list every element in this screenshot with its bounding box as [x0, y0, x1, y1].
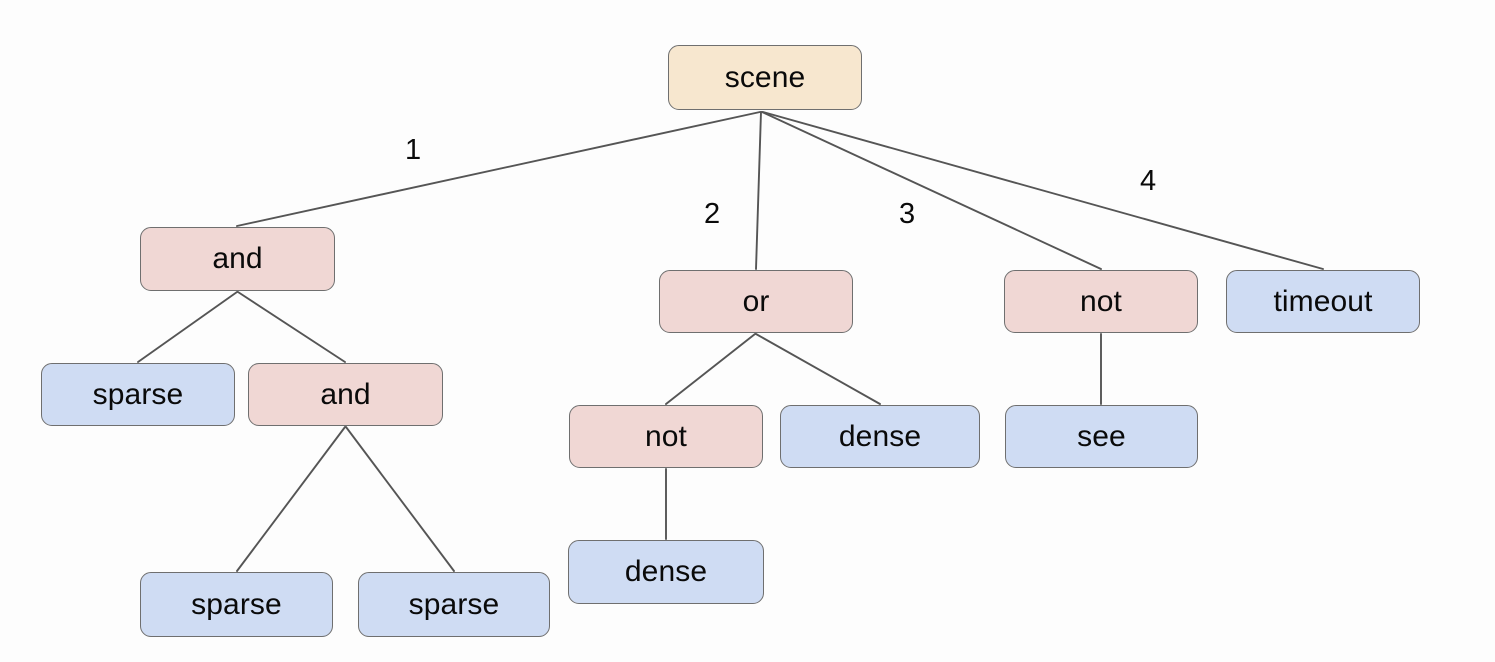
- tree-node-label: see: [1077, 419, 1126, 453]
- edge-scene-to-and1: [236, 111, 761, 227]
- tree-node-label: dense: [838, 419, 922, 453]
- tree-node-label: sparse: [408, 587, 500, 621]
- tree-node-label: sparse: [92, 377, 184, 411]
- tree-node-sparse2[interactable]: sparse: [140, 572, 333, 637]
- edge-or1-to-not1: [665, 333, 756, 405]
- tree-node-not1[interactable]: not: [569, 405, 763, 468]
- edge-and1-to-sparse1: [137, 291, 238, 363]
- tree-node-or1[interactable]: or: [659, 270, 853, 333]
- tree-node-sparse1[interactable]: sparse: [41, 363, 235, 426]
- edge-and1-to-and2: [237, 291, 346, 363]
- edge-and2-to-sparse2: [236, 426, 346, 572]
- tree-node-label: timeout: [1273, 284, 1373, 318]
- tree-node-dense2[interactable]: dense: [568, 540, 764, 604]
- edge-order-label-2: 2: [704, 198, 721, 230]
- edge-scene-to-timeout1: [762, 111, 1324, 270]
- edge-scene-to-not2: [761, 111, 1102, 270]
- tree-node-label: or: [742, 284, 770, 318]
- tree-node-scene[interactable]: scene: [668, 45, 862, 110]
- edge-and2-to-sparse3: [345, 426, 455, 572]
- tree-node-sparse3[interactable]: sparse: [358, 572, 550, 637]
- tree-node-see1[interactable]: see: [1005, 405, 1198, 468]
- tree-node-label: and: [212, 242, 263, 275]
- edge-or1-to-dense1: [755, 333, 881, 405]
- edge-order-label-4: 4: [1140, 165, 1157, 197]
- tree-node-label: not: [644, 419, 687, 453]
- edge-order-label-1: 1: [405, 134, 422, 166]
- tree-node-and1[interactable]: and: [140, 227, 335, 291]
- edge-scene-to-or1: [755, 111, 762, 270]
- tree-node-label: not: [1079, 284, 1122, 318]
- tree-node-not2[interactable]: not: [1004, 270, 1198, 333]
- tree-node-label: scene: [724, 60, 806, 94]
- tree-node-and2[interactable]: and: [248, 363, 443, 426]
- tree-node-label: sparse: [191, 587, 282, 621]
- edge-order-label-3: 3: [899, 198, 916, 230]
- tree-node-label: and: [320, 377, 371, 411]
- tree-node-dense1[interactable]: dense: [780, 405, 980, 468]
- tree-node-label: dense: [624, 555, 708, 588]
- tree-node-timeout1[interactable]: timeout: [1226, 270, 1420, 333]
